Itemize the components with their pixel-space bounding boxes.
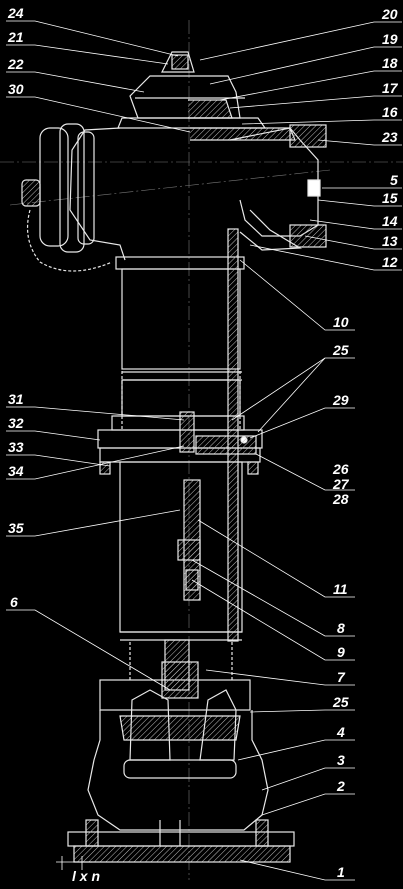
right-outlet bbox=[229, 124, 327, 251]
callout-35: 35 bbox=[8, 520, 24, 536]
callout-9: 9 bbox=[337, 644, 345, 660]
callout-11: 11 bbox=[333, 581, 348, 597]
callout-labels: 24 21 22 30 20 19 18 17 16 23 5 15 14 13… bbox=[7, 5, 399, 884]
dimension-label: l x n bbox=[72, 868, 100, 884]
left-outlet bbox=[21, 123, 126, 272]
callout-22: 22 bbox=[7, 56, 24, 72]
callout-23: 23 bbox=[381, 129, 398, 145]
middle-flange bbox=[97, 411, 263, 475]
callout-18: 18 bbox=[382, 55, 398, 71]
callout-33: 33 bbox=[8, 439, 24, 455]
callout-5: 5 bbox=[390, 172, 398, 188]
callout-20: 20 bbox=[381, 6, 398, 22]
callout-10: 10 bbox=[333, 314, 349, 330]
callout-25-upper: 25 bbox=[332, 342, 349, 358]
callout-34: 34 bbox=[8, 463, 24, 479]
callout-7: 7 bbox=[337, 669, 346, 685]
callout-4: 4 bbox=[336, 724, 345, 740]
callout-30: 30 bbox=[8, 81, 24, 97]
callout-17: 17 bbox=[382, 80, 399, 96]
leader-lines bbox=[6, 20, 402, 881]
callout-1: 1 bbox=[337, 864, 345, 880]
hydrant-head bbox=[117, 51, 296, 141]
callout-3: 3 bbox=[337, 752, 345, 768]
callout-28: 28 bbox=[332, 491, 349, 507]
callout-19: 19 bbox=[382, 31, 398, 47]
valve-body bbox=[67, 661, 295, 863]
callout-29: 29 bbox=[332, 392, 349, 408]
upper-body bbox=[115, 228, 245, 642]
lower-standpipe bbox=[119, 461, 243, 691]
callout-24: 24 bbox=[7, 5, 24, 21]
callout-32: 32 bbox=[8, 415, 24, 431]
callout-14: 14 bbox=[382, 213, 398, 229]
callout-8: 8 bbox=[337, 620, 345, 636]
callout-27: 27 bbox=[332, 476, 350, 492]
callout-26: 26 bbox=[332, 461, 349, 477]
callout-12: 12 bbox=[382, 254, 398, 270]
callout-31: 31 bbox=[8, 391, 24, 407]
callout-16: 16 bbox=[382, 104, 398, 120]
callout-25-lower: 25 bbox=[332, 694, 349, 710]
dimension-mark bbox=[56, 856, 92, 870]
callout-2: 2 bbox=[336, 778, 345, 794]
callout-15: 15 bbox=[382, 190, 398, 206]
callout-13: 13 bbox=[382, 233, 398, 249]
callout-21: 21 bbox=[7, 29, 24, 45]
callout-6: 6 bbox=[10, 594, 18, 610]
